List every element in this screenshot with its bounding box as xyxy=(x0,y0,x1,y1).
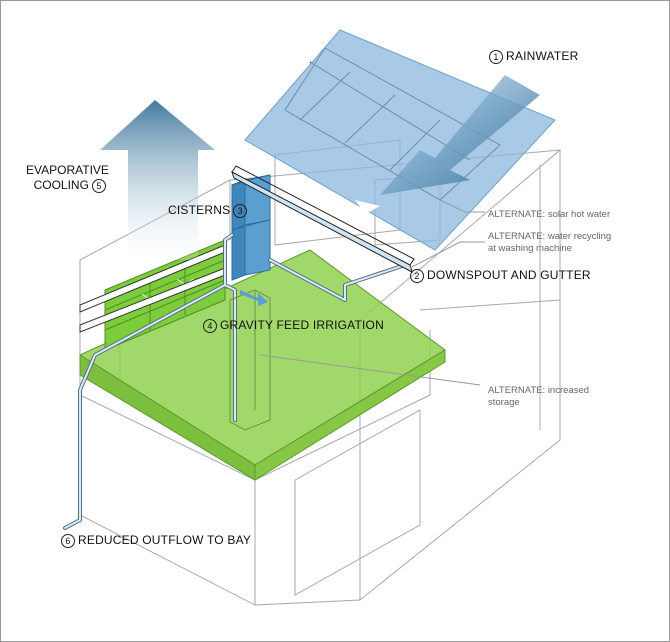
storage-column xyxy=(229,289,271,431)
number-3-badge: 3 xyxy=(233,203,248,218)
trellis-bars xyxy=(79,244,226,333)
alternate-recycling-line2: at washing machine xyxy=(488,243,572,254)
rainwater-arrow xyxy=(380,75,540,195)
rainwater-text: RAINWATER xyxy=(506,49,579,63)
rainwater-plane xyxy=(244,29,556,251)
irrigation-flow-arrow xyxy=(240,290,268,306)
green-floor-slab xyxy=(78,249,446,481)
alternate-recycling-line1: ALTERNATE: water recycling xyxy=(488,231,612,242)
cisterns-text: CISTERNS xyxy=(168,203,231,217)
number-4-badge: 4 xyxy=(203,318,217,333)
leader-lines xyxy=(259,199,485,386)
alternate-storage-line1: ALTERNATE: increased xyxy=(488,385,590,396)
number-5-badge: 5 xyxy=(91,178,106,193)
evaporative-line1: EVAPORATIVE xyxy=(26,163,109,177)
evaporative-line2: COOLING xyxy=(33,178,89,192)
water-flow-marks xyxy=(285,180,380,214)
outflow-text: REDUCED OUTFLOW TO BAY xyxy=(78,533,252,547)
alternate-recycling-label: ALTERNATE: water recycling at washing ma… xyxy=(488,231,611,255)
alternate-storage-label: ALTERNATE: increased storage xyxy=(488,385,589,409)
evaporative-arrow xyxy=(100,100,215,260)
irrigation-pipes-inner xyxy=(64,234,406,529)
alternate-solar-label: ALTERNATE: solar hot water xyxy=(488,209,611,220)
downspout-text: DOWNSPOUT AND GUTTER xyxy=(427,268,591,282)
number-6-badge: 6 xyxy=(61,533,75,548)
number-1-badge: 1 xyxy=(489,49,503,64)
irrigation-text: GRAVITY FEED IRRIGATION xyxy=(220,318,384,332)
alternate-storage-line2: storage xyxy=(488,397,520,408)
number-2-badge: 2 xyxy=(410,268,424,283)
